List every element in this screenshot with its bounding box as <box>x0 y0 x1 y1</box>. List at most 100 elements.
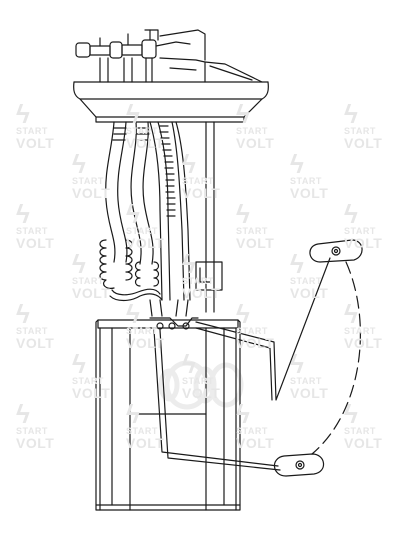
watermark-brand-line1: START <box>236 126 268 136</box>
watermark-brand-line1: START <box>236 426 268 436</box>
level-sender-arm <box>149 257 331 471</box>
watermark-brand-line1: START <box>182 176 214 186</box>
watermark-brand-line2: VOLT <box>72 385 111 401</box>
watermark-brand-line2: VOLT <box>344 235 383 251</box>
lightning-bolt-icon: ϟ <box>236 399 250 429</box>
watermark-brand-line2: VOLT <box>236 235 275 251</box>
watermark-brand-line2: VOLT <box>290 185 329 201</box>
watermark-brand-line2: VOLT <box>344 335 383 351</box>
watermark-brand-line1: START <box>16 126 48 136</box>
watermark-brand-line2: VOLT <box>290 285 329 301</box>
watermark-brand-line2: VOLT <box>236 135 275 151</box>
watermark-brand-line2: VOLT <box>182 185 221 201</box>
guide-rod <box>195 121 223 313</box>
watermark-brand-line2: VOLT <box>236 335 275 351</box>
watermark-brand-line1: START <box>344 126 376 136</box>
coiled-hose-bundle <box>99 239 163 302</box>
watermark-brand-line1: START <box>72 176 104 186</box>
lightning-bolt-icon: ϟ <box>344 199 358 229</box>
watermark-brand-line2: VOLT <box>126 235 165 251</box>
lightning-bolt-icon: ϟ <box>126 199 140 229</box>
watermark-brand-line2: VOLT <box>182 285 221 301</box>
lightning-bolt-icon: ϟ <box>182 149 196 179</box>
watermark-brand-line1: START <box>126 326 158 336</box>
watermark-brand-line2: VOLT <box>126 135 165 151</box>
lightning-bolt-icon: ϟ <box>290 149 304 179</box>
watermark-brand-line2: VOLT <box>344 435 383 451</box>
watermark-brand-line1: START <box>72 376 104 386</box>
lightning-bolt-icon: ϟ <box>72 249 86 279</box>
watermark-brand-line2: VOLT <box>290 385 329 401</box>
lightning-bolt-icon: ϟ <box>72 149 86 179</box>
watermark-brand-line2: VOLT <box>236 435 275 451</box>
watermark-brand-line1: START <box>182 376 214 386</box>
watermark-brand-line1: START <box>236 226 268 236</box>
outlet-fittings <box>75 29 206 83</box>
watermark-brand-line2: VOLT <box>344 135 383 151</box>
lightning-bolt-icon: ϟ <box>344 399 358 429</box>
lightning-bolt-icon: ϟ <box>126 299 140 329</box>
lightning-bolt-icon: ϟ <box>16 299 30 329</box>
watermark-brand-line2: VOLT <box>126 435 165 451</box>
watermark-brand-line1: START <box>236 326 268 336</box>
watermark-brand-line2: VOLT <box>16 135 55 151</box>
lightning-bolt-icon: ϟ <box>236 299 250 329</box>
lightning-bolt-icon: ϟ <box>182 249 196 279</box>
watermark-brand-line1: START <box>126 226 158 236</box>
lightning-bolt-icon: ϟ <box>290 249 304 279</box>
lightning-bolt-icon: ϟ <box>16 199 30 229</box>
watermark-brand-line2: VOLT <box>16 435 55 451</box>
watermark-brand-line2: VOLT <box>72 185 111 201</box>
watermark-brand-line1: START <box>344 326 376 336</box>
watermark-brand-line2: VOLT <box>72 285 111 301</box>
watermark-brand-line1: START <box>16 326 48 336</box>
sender-wiring <box>149 299 189 317</box>
watermark-brand-line1: START <box>16 426 48 436</box>
watermark-brand-line1: START <box>72 276 104 286</box>
background-ghost-logo <box>158 360 244 410</box>
watermark-brand-line1: START <box>126 426 158 436</box>
watermark-brand-line1: START <box>344 426 376 436</box>
lightning-bolt-icon: ϟ <box>126 399 140 429</box>
watermark-brand-line1: START <box>290 276 322 286</box>
lightning-bolt-icon: ϟ <box>16 99 30 129</box>
mounting-flange <box>73 61 269 123</box>
lightning-bolt-icon: ϟ <box>344 99 358 129</box>
watermark-brand-line1: START <box>344 226 376 236</box>
watermark-brand-line1: START <box>182 276 214 286</box>
watermark-brand-line2: VOLT <box>182 385 221 401</box>
watermark-brand-line1: START <box>290 376 322 386</box>
lightning-bolt-icon: ϟ <box>182 349 196 379</box>
watermark-brand-line1: START <box>126 126 158 136</box>
lightning-bolt-icon: ϟ <box>344 299 358 329</box>
watermark-brand-line2: VOLT <box>16 335 55 351</box>
lightning-bolt-icon: ϟ <box>72 349 86 379</box>
lightning-bolt-icon: ϟ <box>236 99 250 129</box>
float-lower <box>273 453 325 477</box>
watermark-brand-line1: START <box>290 176 322 186</box>
